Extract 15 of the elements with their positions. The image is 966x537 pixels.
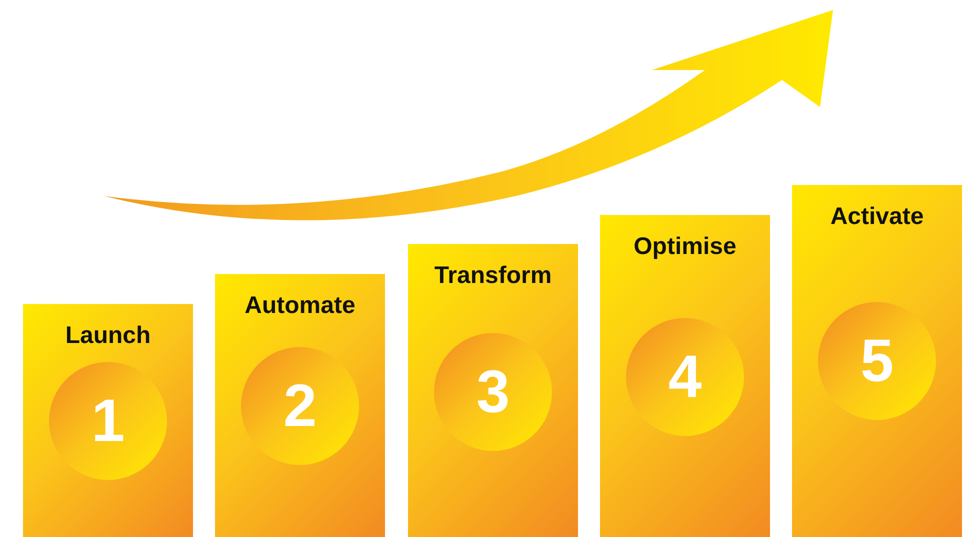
step-bar <box>792 185 962 537</box>
step-title: Optimise <box>634 233 736 261</box>
step-number: 3 <box>476 362 510 422</box>
step-title: Activate <box>830 203 924 231</box>
step-bar <box>23 304 193 537</box>
step-title: Transform <box>434 262 552 290</box>
step-bar <box>215 274 385 537</box>
step-number: 2 <box>283 376 317 436</box>
step-title: Launch <box>65 322 151 350</box>
step-number: 5 <box>860 331 894 391</box>
step-number: 1 <box>91 391 125 451</box>
step-title: Automate <box>244 292 356 320</box>
step-bar <box>408 244 578 537</box>
step-number: 4 <box>668 347 702 407</box>
step-bar <box>600 215 770 537</box>
